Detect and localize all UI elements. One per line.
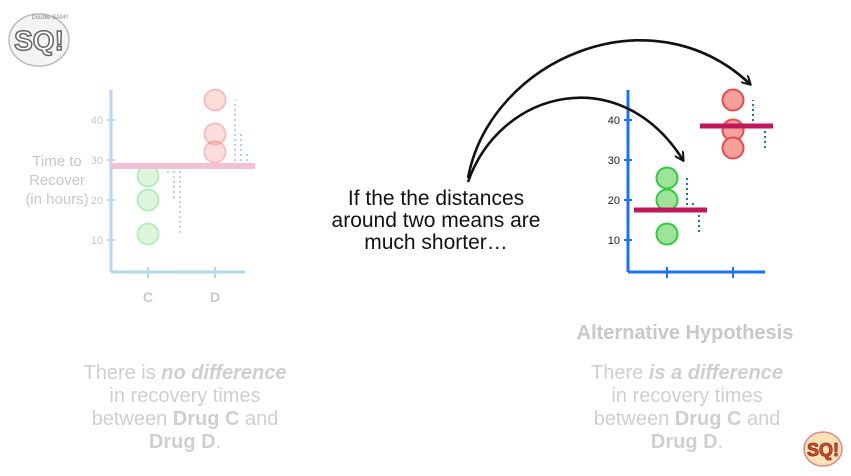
- right-cap-l3a: between: [593, 408, 675, 430]
- left-caption: There is no difference in recovery times…: [60, 362, 310, 454]
- drug-c-point: [136, 188, 160, 212]
- ylabel-line-2: Recover: [29, 172, 85, 189]
- left-cap-l1b: no difference: [161, 362, 287, 384]
- ylabel-line-3: (in hours): [25, 191, 89, 208]
- right-cap-l3b: Drug C: [674, 408, 742, 430]
- drug-d-point: [203, 140, 227, 164]
- right-cap-l4: Drug D: [650, 431, 718, 453]
- left-chart: 40 30 20 10C D: [91, 88, 255, 305]
- arrow-lower: [466, 96, 683, 183]
- center-line-2: around two means are: [331, 209, 541, 232]
- corner-logo-graphic: SQ!: [803, 431, 843, 467]
- y-tick-label: 40: [91, 115, 103, 127]
- arrow-upper: [466, 39, 750, 179]
- drug-c-point: [136, 222, 160, 246]
- left-caption-line-1: There is no difference: [60, 362, 310, 385]
- y-tick-label: 10: [608, 235, 620, 247]
- right-caption: There is a difference in recovery times …: [562, 362, 812, 454]
- right-cap-l1a: There: [591, 362, 649, 384]
- drug-d-point: [721, 88, 745, 112]
- drug-d-point: [203, 122, 227, 146]
- right-chart: 40 30 20 10: [608, 88, 773, 278]
- right-caption-line-2: in recovery times: [611, 385, 763, 407]
- left-y-axis-label: Time to Recover (in hours): [4, 152, 110, 209]
- left-caption-line-2: in recovery times: [109, 385, 261, 407]
- y-tick-label: 10: [91, 235, 103, 247]
- corner-logo-text: SQ!: [807, 440, 839, 460]
- y-tick-label: 20: [91, 195, 103, 207]
- x-tick-label: C: [143, 289, 153, 305]
- corner-logo: SQ!: [802, 428, 844, 468]
- drug-c-point: [655, 222, 679, 246]
- left-cap-l1a: There is: [83, 362, 162, 384]
- y-tick-label: 30: [608, 155, 620, 167]
- center-line-1: If the the distances: [347, 187, 525, 210]
- drug-d-point: [203, 88, 227, 112]
- left-caption-line-3: between Drug C and: [60, 408, 310, 431]
- left-cap-l3c: and: [239, 408, 279, 430]
- statquest-logo: SQ! Double BAM!!: [6, 6, 72, 70]
- center-line-3: much shorter…: [364, 231, 508, 254]
- logo-text: SQ!: [14, 25, 64, 56]
- drug-c-point: [655, 188, 679, 212]
- y-tick-label: 20: [608, 195, 620, 207]
- x-tick-label: D: [210, 289, 220, 305]
- right-caption-line-3: between Drug C and: [562, 408, 812, 431]
- logo-graphic: SQ! Double BAM!!: [8, 13, 70, 67]
- alternative-hypothesis-title: Alternative Hypothesis: [576, 322, 794, 344]
- drug-d-point: [721, 136, 745, 160]
- left-cap-l4p: .: [215, 431, 222, 453]
- center-annotation: If the the distances around two means ar…: [320, 188, 552, 254]
- left-cap-l3a: between: [91, 408, 173, 430]
- right-cap-l1b: is a difference: [648, 362, 783, 384]
- right-cap-l4p: .: [717, 431, 724, 453]
- left-cap-l3b: Drug C: [172, 408, 240, 430]
- left-cap-l4: Drug D: [148, 431, 216, 453]
- right-cap-l3c: and: [741, 408, 781, 430]
- y-tick-label: 40: [608, 115, 620, 127]
- left-caption-line-4: Drug D.: [60, 431, 310, 454]
- drug-c-point: [655, 166, 679, 190]
- y-tick-label: 30: [91, 155, 103, 167]
- logo-subtext: Double BAM!!: [31, 15, 68, 21]
- right-caption-line-1: There is a difference: [562, 362, 812, 385]
- right-caption-line-4: Drug D.: [562, 431, 812, 454]
- ylabel-line-1: Time to: [32, 153, 82, 170]
